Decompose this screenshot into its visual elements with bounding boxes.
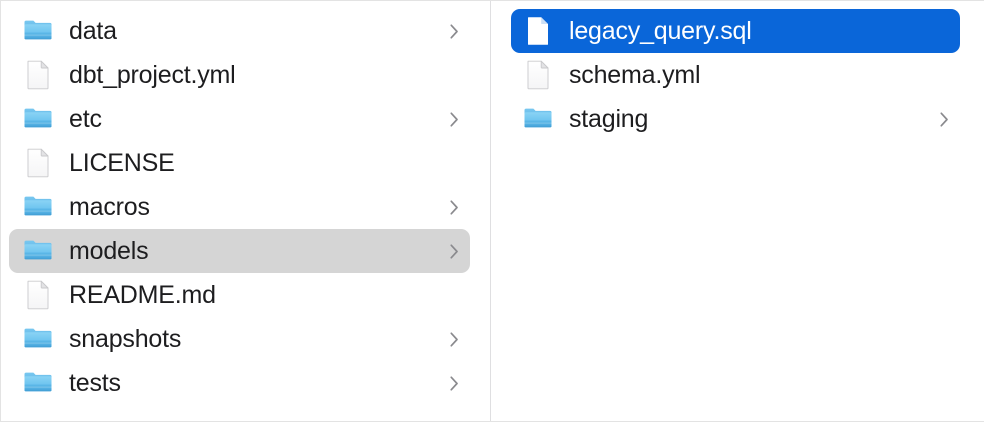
row-label: staging [569,105,649,133]
chevron-right-icon-glyph [449,375,458,391]
folder-icon [23,324,53,354]
file-row-schema-yml[interactable]: schema.yml [511,53,960,97]
folder-row-data[interactable]: data [9,9,470,53]
file-row-dbt-project-yml[interactable]: dbt_project.yml [9,53,470,97]
folder-row-snapshots[interactable]: snapshots [9,317,470,361]
folder-icon [23,192,53,222]
chevron-right-icon-glyph [449,23,458,39]
chevron-right-icon [448,198,460,216]
chevron-right-icon [448,110,460,128]
folder-row-staging[interactable]: staging [511,97,960,141]
folder-icon [523,104,553,134]
row-label: macros [69,193,150,221]
folder-row-etc[interactable]: etc [9,97,470,141]
folder-icon-glyph [24,196,52,216]
document-icon [23,60,53,90]
row-label: tests [69,369,121,397]
document-icon [23,280,53,310]
document-icon-glyph [27,148,49,178]
folder-icon [23,16,53,46]
row-label: etc [69,105,102,133]
chevron-right-icon-glyph [449,331,458,347]
document-icon [523,60,553,90]
folder-icon-glyph [24,328,52,348]
row-label: schema.yml [569,61,701,89]
folder-row-tests[interactable]: tests [9,361,470,405]
chevron-right-icon [448,374,460,392]
document-icon-glyph [527,60,549,90]
file-row-license[interactable]: LICENSE [9,141,470,185]
document-icon [23,148,53,178]
chevron-right-icon-glyph [939,111,948,127]
finder-column-right[interactable]: legacy_query.sql schema.yml staging [491,1,984,421]
folder-icon-glyph [24,372,52,392]
document-icon-glyph [27,60,49,90]
folder-icon-glyph [24,240,52,260]
document-icon-glyph [528,17,548,45]
file-row-readme-md[interactable]: README.md [9,273,470,317]
folder-row-models[interactable]: models [9,229,470,273]
chevron-right-icon [448,330,460,348]
row-label: snapshots [69,325,182,353]
folder-icon [23,368,53,398]
folder-icon [23,236,53,266]
folder-row-macros[interactable]: macros [9,185,470,229]
document-icon-glyph [27,280,49,310]
chevron-right-icon-glyph [449,111,458,127]
folder-icon-glyph [24,20,52,40]
row-label: data [69,17,117,45]
row-label: legacy_query.sql [569,17,752,45]
file-row-legacy-query-sql[interactable]: legacy_query.sql [511,9,960,53]
chevron-right-icon [448,242,460,260]
chevron-right-icon [938,110,950,128]
folder-icon-glyph [524,108,552,128]
chevron-right-icon-glyph [449,199,458,215]
row-label: LICENSE [69,149,175,177]
row-label: dbt_project.yml [69,61,236,89]
row-label: models [69,237,149,265]
chevron-right-icon [448,22,460,40]
document-icon [523,16,553,46]
finder-column-left[interactable]: data dbt_project.yml etc LICENSE [1,1,491,421]
row-label: README.md [69,281,216,309]
folder-icon [23,104,53,134]
folder-icon-glyph [24,108,52,128]
chevron-right-icon-glyph [449,243,458,259]
